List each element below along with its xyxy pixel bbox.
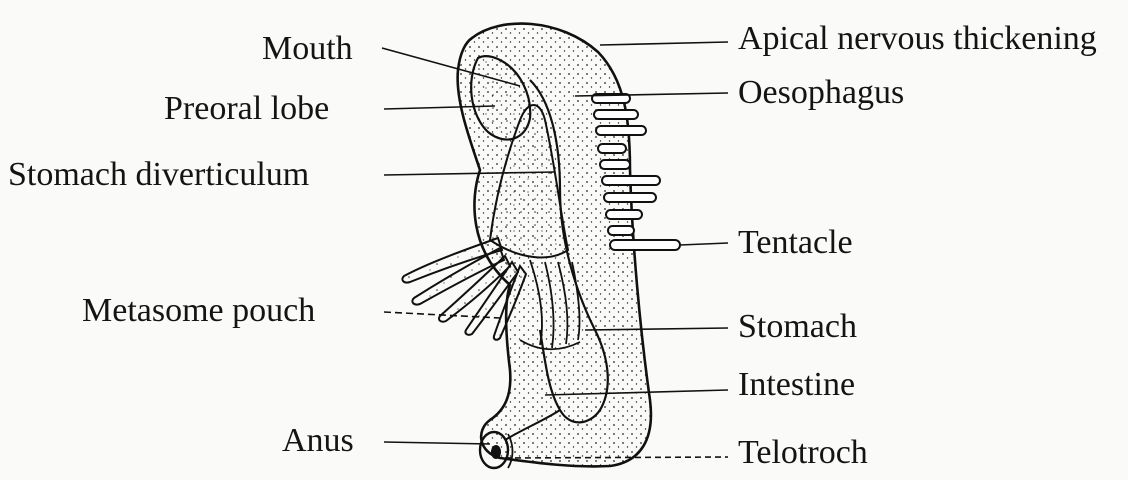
label-mouth: Mouth — [262, 32, 353, 66]
label-telotroch: Telotroch — [738, 436, 868, 470]
label-oesophagus: Oesophagus — [738, 76, 904, 110]
label-anus: Anus — [282, 424, 354, 458]
label-stomach: Stomach — [738, 310, 857, 344]
label-stomach-diverticulum: Stomach diverticulum — [8, 158, 309, 192]
label-apical-nervous-thickening: Apical nervous thickening — [738, 22, 1097, 56]
label-preoral-lobe: Preoral lobe — [164, 92, 329, 126]
label-intestine: Intestine — [738, 368, 855, 402]
label-metasome-pouch: Metasome pouch — [82, 294, 315, 328]
label-tentacle: Tentacle — [738, 226, 853, 260]
